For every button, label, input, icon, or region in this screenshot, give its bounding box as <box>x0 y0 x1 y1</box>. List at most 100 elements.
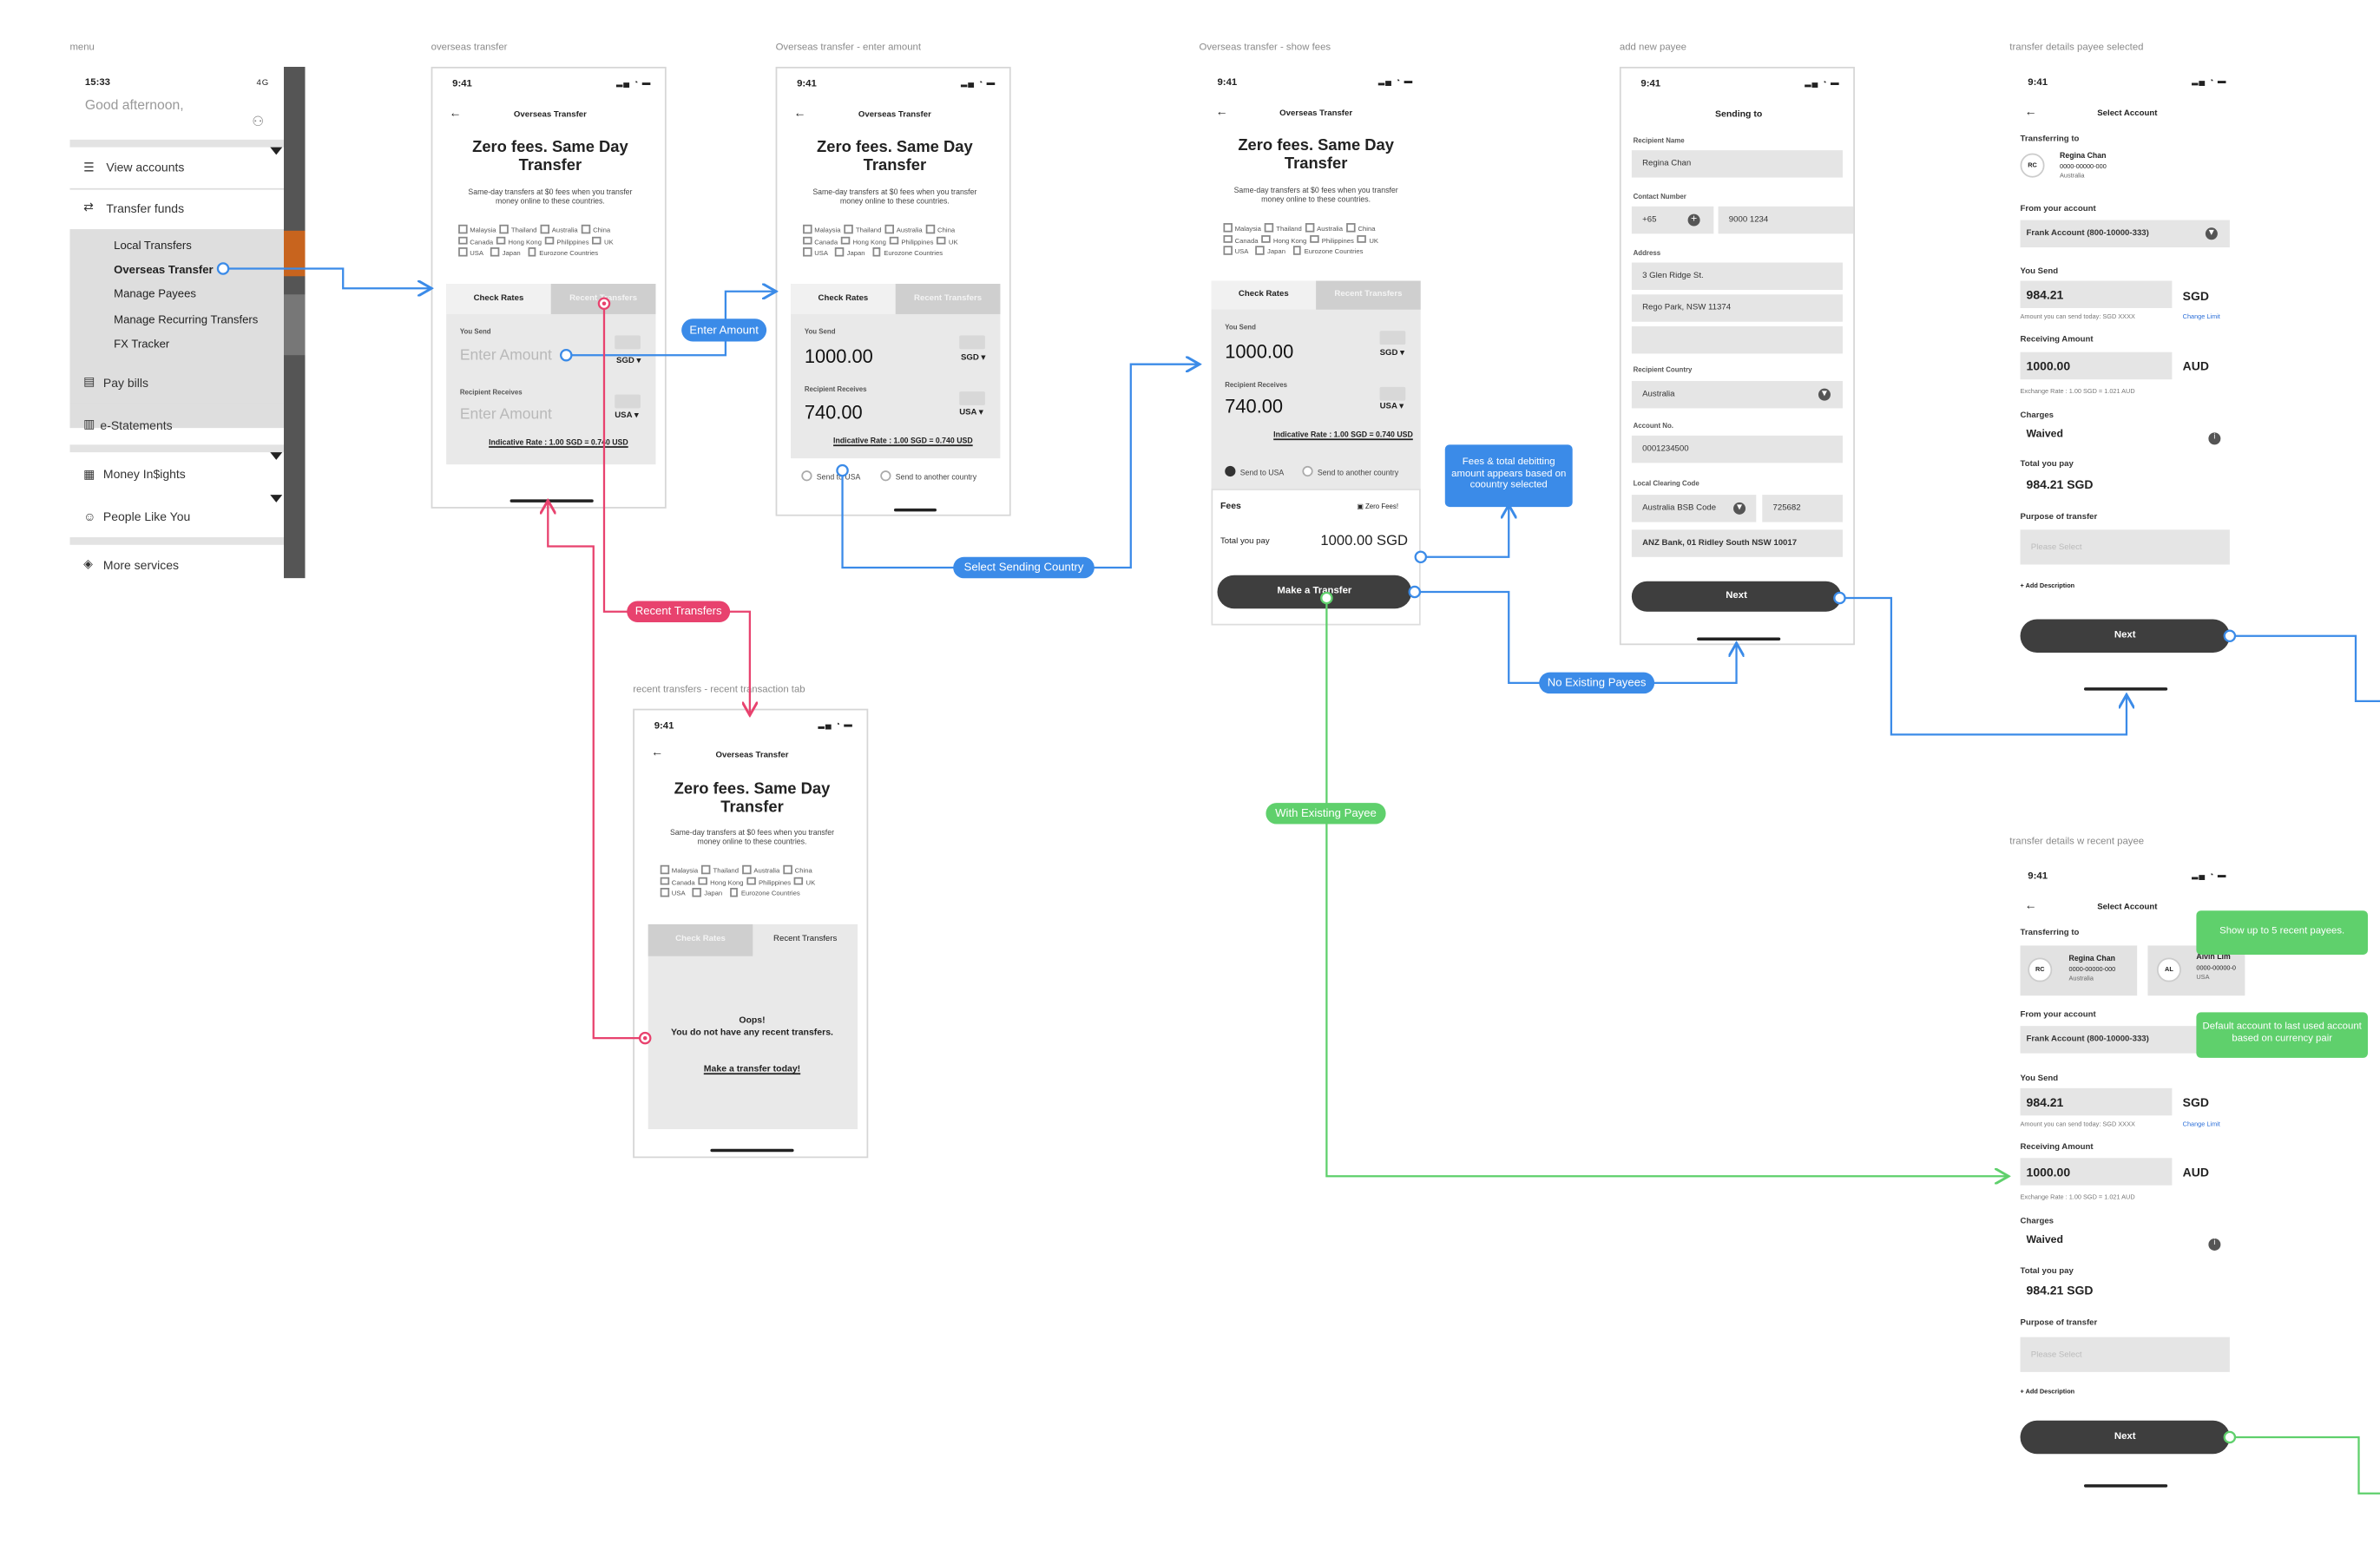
next-button[interactable]: Next <box>2020 1420 2230 1455</box>
radio-send-usa[interactable]: Send to USA <box>1225 456 1284 483</box>
send-amount-input[interactable]: 984.21 <box>2020 280 2173 308</box>
home-indicator <box>893 508 937 512</box>
you-send-input[interactable]: Enter Amount <box>459 347 552 365</box>
bill-icon: ▤ <box>83 374 95 389</box>
wire-node <box>1408 585 1422 599</box>
charges-label: Charges <box>2020 411 2055 421</box>
country-code-input[interactable]: +65 <box>1631 206 1714 234</box>
recipient-name-input[interactable]: Regina Chan <box>1631 150 1843 178</box>
account-select[interactable]: Frank Account (800-10000-333) <box>2020 220 2230 248</box>
back-arrow-icon[interactable]: ← <box>793 106 806 121</box>
purpose-select[interactable]: Please Select <box>2020 1337 2230 1372</box>
tab-check-rates[interactable]: Check Rates <box>648 923 753 956</box>
status-time: 15:33 <box>84 77 111 89</box>
receive-amount-input[interactable]: 1000.00 <box>2020 351 2173 380</box>
status-time: 9:41 <box>797 78 817 90</box>
menu-transfer-funds[interactable]: Transfer funds <box>106 201 185 216</box>
currency-select-sgd[interactable]: SGD ▾ <box>960 353 986 363</box>
list-icon: ☰ <box>83 161 95 175</box>
plus-icon[interactable]: + <box>1687 214 1700 227</box>
recipient-receives-input[interactable]: Enter Amount <box>459 406 552 424</box>
make-transfer-button[interactable]: Make a Transfer <box>1217 575 1412 609</box>
dropdown-icon[interactable]: ▾ <box>2205 227 2218 240</box>
zero-fees-badge: ▣ Zero Fees! <box>1357 502 1399 510</box>
tab-recent-transfers[interactable]: Recent Transfers <box>1316 280 1421 310</box>
dropdown-icon[interactable]: ▾ <box>1733 502 1746 515</box>
menu-view-accounts[interactable]: View accounts <box>106 161 185 175</box>
you-send-input[interactable]: 1000.00 <box>1225 341 1294 363</box>
you-send-input[interactable]: 1000.00 <box>804 345 873 368</box>
make-transfer-link[interactable]: Make a transfer today! <box>703 1065 801 1075</box>
submenu-overseas-transfer[interactable]: Overseas Transfer <box>114 262 214 277</box>
avatar: AL <box>2156 957 2181 982</box>
submenu-fx-tracker[interactable]: FX Tracker <box>114 337 170 351</box>
account-select[interactable]: Frank Account (800-10000-333) <box>2020 1026 2230 1054</box>
sub-line-1: Same-day transfers at $0 fees when you t… <box>468 187 633 198</box>
currency-select-sgd[interactable]: SGD ▾ <box>615 356 641 366</box>
country-select-usa[interactable]: USA ▾ <box>1379 402 1404 411</box>
back-arrow-icon[interactable]: ← <box>449 106 462 121</box>
receive-amount-input[interactable]: 1000.00 <box>2020 1158 2173 1186</box>
total-pay-label: Total you pay <box>1220 537 1270 547</box>
menu-more-services[interactable]: More services <box>102 558 179 573</box>
address-line-1[interactable]: 3 Glen Ridge St. <box>1631 262 1843 291</box>
purpose-select[interactable]: Please Select <box>2020 529 2230 565</box>
divider <box>69 187 285 189</box>
status-icons: ▂▄ ◔ ▬ <box>1377 77 1414 87</box>
status-icons: ▂▄ ◔ ▬ <box>960 78 996 89</box>
next-button[interactable]: Next <box>1631 581 1842 612</box>
tab-check-rates[interactable]: Check Rates <box>1211 280 1317 310</box>
dropdown-icon[interactable]: ▾ <box>1818 388 1831 401</box>
profile-icon[interactable]: ⚇ <box>252 114 265 129</box>
address-line-3[interactable] <box>1631 325 1843 354</box>
payee-account: 0000-00000-000 <box>2060 162 2107 170</box>
address-line-2[interactable]: Rego Park, NSW 11374 <box>1631 294 1843 322</box>
add-payee-screen: 9:41 ▂▄ ◔ ▬ Sending to Recipient Name Re… <box>1619 66 1855 646</box>
account-input[interactable]: 0001234500 <box>1631 435 1843 463</box>
phone-input[interactable]: 9000 1234 <box>1718 206 1854 234</box>
back-arrow-icon[interactable]: ← <box>651 745 664 759</box>
next-button[interactable]: Next <box>2020 619 2230 653</box>
back-arrow-icon[interactable]: ← <box>1215 104 1228 119</box>
country-select-usa[interactable]: USA ▾ <box>615 411 639 421</box>
recent-panel <box>648 923 858 1130</box>
back-arrow-icon[interactable]: ← <box>2024 104 2037 119</box>
add-description-link[interactable]: + Add Description <box>2020 1387 2075 1396</box>
submenu-manage-payees[interactable]: Manage Payees <box>114 286 196 301</box>
bsb-input[interactable]: 725682 <box>1762 495 1843 522</box>
recipient-receives-input[interactable]: 740.00 <box>1225 396 1284 417</box>
submenu-local-transfers[interactable]: Local Transfers <box>114 238 192 253</box>
nav-title: Sending to <box>1715 110 1763 121</box>
divider <box>69 139 285 148</box>
annotation-recent-transfers: Recent Transfers <box>627 601 731 622</box>
back-arrow-icon[interactable]: ← <box>2024 898 2037 912</box>
radio-send-other[interactable]: Send to another country <box>1302 456 1398 483</box>
add-description-link[interactable]: + Add Description <box>2020 581 2075 589</box>
info-icon[interactable]: i <box>2208 1238 2221 1251</box>
tab-check-rates[interactable]: Check Rates <box>446 284 551 314</box>
tab-recent-transfers[interactable]: Recent Transfers <box>895 284 1001 314</box>
country-select-usa[interactable]: USA ▾ <box>959 408 983 417</box>
send-amount-input[interactable]: 984.21 <box>2020 1087 2173 1116</box>
tab-check-rates[interactable]: Check Rates <box>791 284 896 314</box>
send-limit-note: Amount you can send today: SGD XXXX <box>2020 312 2135 320</box>
country-select[interactable]: Australia <box>1631 380 1843 409</box>
hero-subtitle: Same-day transfers at $0 fees when you t… <box>812 187 977 207</box>
menu-money-insights[interactable]: Money In$ights <box>102 467 186 482</box>
total-label: Total you pay <box>2020 459 2074 470</box>
menu-screen: 15:33 4G Good afternoon, ⚇ ☰ View accoun… <box>69 66 306 579</box>
recipient-receives-input[interactable]: 740.00 <box>804 402 863 424</box>
currency-select-sgd[interactable]: SGD ▾ <box>1379 349 1404 358</box>
menu-people-like-you[interactable]: People Like You <box>102 509 191 524</box>
submenu-manage-recurring[interactable]: Manage Recurring Transfers <box>114 312 259 326</box>
radio-send-usa[interactable]: Send to USA <box>801 460 860 487</box>
change-limit-link[interactable]: Change Limit <box>2182 312 2220 320</box>
recent-transfers-screen: 9:41 ▂▄ ◔ ▬ ← Overseas Transfer Zero fee… <box>633 708 869 1159</box>
tab-recent-transfers[interactable]: Recent Transfers <box>753 923 858 956</box>
menu-estatements[interactable]: e-Statements <box>100 418 173 433</box>
receive-currency: AUD <box>2182 359 2209 374</box>
change-limit-link[interactable]: Change Limit <box>2182 1120 2220 1128</box>
menu-pay-bills[interactable]: Pay bills <box>102 376 149 391</box>
info-icon[interactable]: i <box>2208 432 2221 445</box>
radio-send-other[interactable]: Send to another country <box>880 460 976 487</box>
